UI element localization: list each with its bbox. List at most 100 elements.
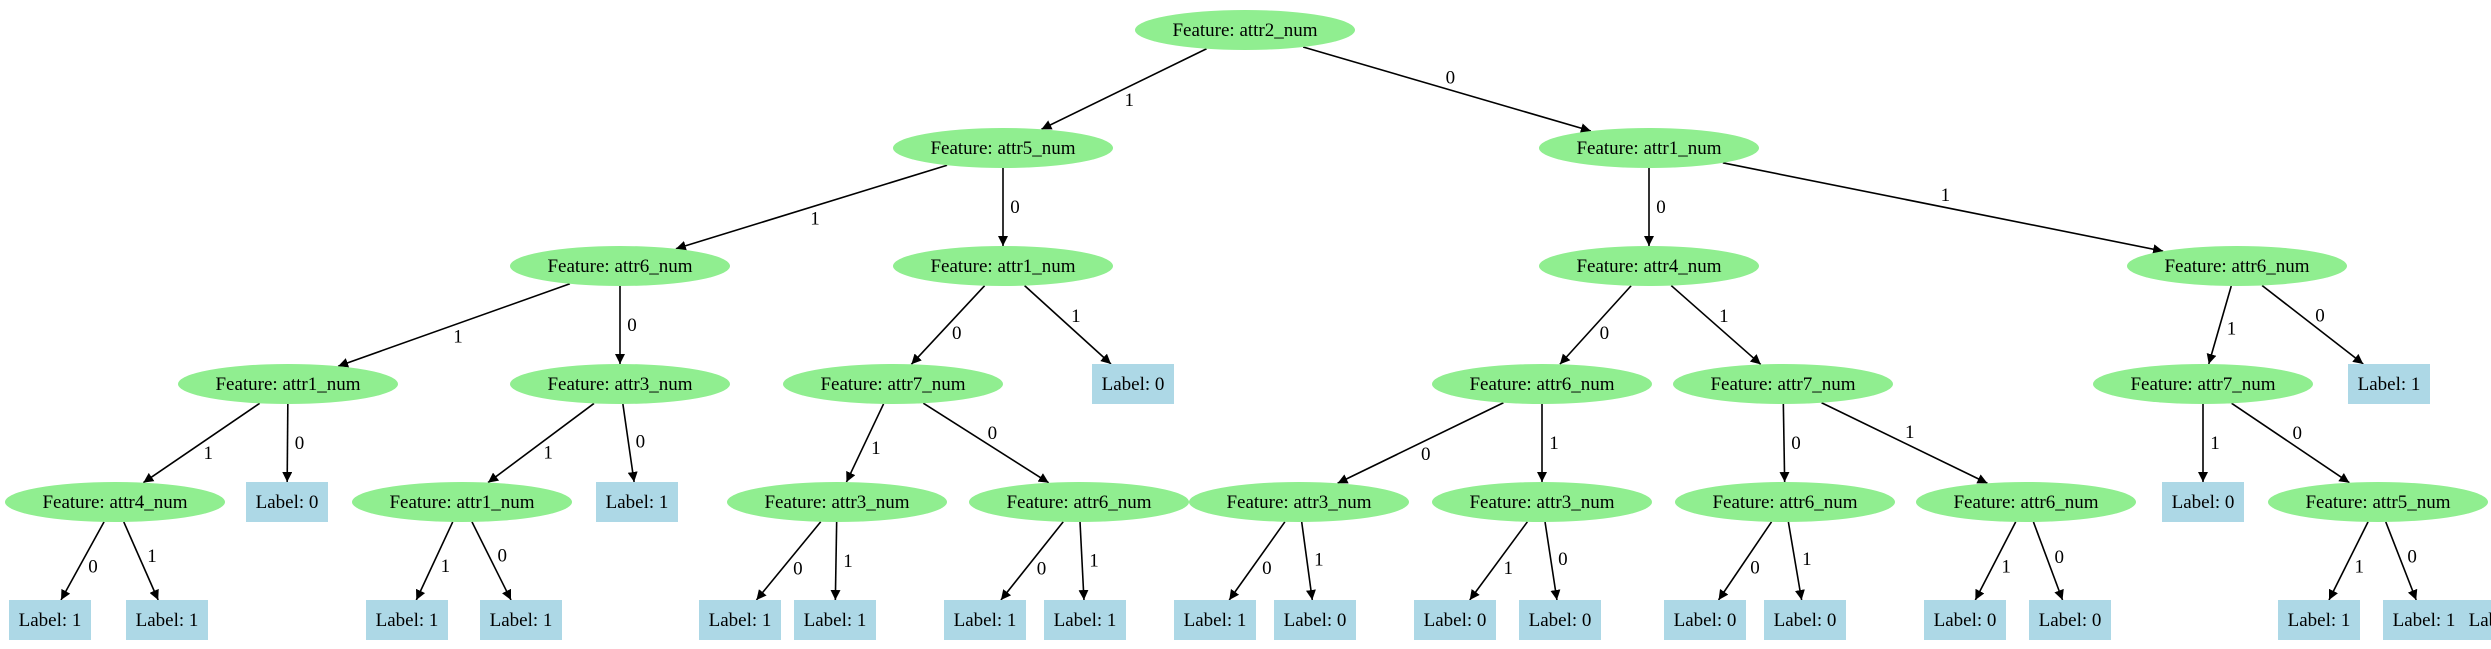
- tree-edge: 1: [142, 402, 261, 484]
- edge-label: 0: [793, 559, 803, 580]
- leaf-label: Label: 1: [2393, 610, 2456, 631]
- leaf-label: Label: 1: [709, 610, 772, 631]
- leaf-box: [2278, 600, 2360, 640]
- edge-arrow: [142, 402, 261, 484]
- feature-ellipse: [2093, 364, 2313, 404]
- leaf-box: [1092, 364, 1174, 404]
- leaf-label: Label: 1: [804, 610, 867, 631]
- tree-edge: 1: [1078, 521, 1099, 601]
- feature-node: Feature: attr3_num: [1189, 482, 1409, 522]
- edge-label: 0: [1656, 197, 1666, 218]
- feature-label: Feature: attr5_num: [930, 138, 1075, 159]
- tree-edge: 1: [2198, 404, 2220, 482]
- leaf-node: Label: 0: [1519, 600, 1601, 640]
- leaf-box: [480, 600, 562, 640]
- feature-label: Feature: attr3_num: [1226, 492, 1371, 513]
- leaf-node: Label: 1: [2383, 600, 2465, 640]
- feature-ellipse: [1673, 364, 1893, 404]
- feature-ellipse: [1916, 482, 2136, 522]
- edge-label: 1: [453, 326, 463, 347]
- edge-arrow: [337, 283, 571, 368]
- leaf-node: Label: 1: [480, 600, 562, 640]
- feature-node: Feature: attr1_num: [1539, 128, 1759, 168]
- tree-edge: 1: [337, 283, 571, 368]
- leaf-box: [366, 600, 448, 640]
- leaf-box: [699, 600, 781, 640]
- leaf-label: Label: 0: [2039, 610, 2102, 631]
- tree-edge: 0: [922, 402, 1050, 484]
- leaf-label: Label: 0: [1674, 610, 1737, 631]
- edge-arrow: [1024, 285, 1112, 365]
- tree-edge: 0: [471, 521, 512, 601]
- leaf-box: [1274, 600, 1356, 640]
- feature-label: Feature: attr6_num: [1953, 492, 2098, 513]
- edge-arrow: [830, 521, 841, 601]
- leaf-label: Label: 0: [2469, 610, 2491, 631]
- feature-label: Feature: attr6_num: [1712, 492, 1857, 513]
- edge-label: 1: [2001, 556, 2011, 577]
- tree-edge: 0: [1302, 46, 1592, 134]
- tree-edge: 1: [675, 164, 948, 251]
- edge-arrow: [1337, 402, 1504, 484]
- edge-label: 1: [1089, 550, 1099, 571]
- leaf-label: Label: 0: [1424, 610, 1487, 631]
- edge-arrow: [1670, 284, 1762, 366]
- edge-label: 1: [1802, 549, 1812, 570]
- tree-edge: 1: [2206, 285, 2236, 365]
- tree-edge: 1: [830, 521, 853, 601]
- tree-edge: 1: [1670, 284, 1762, 366]
- edge-arrow: [1559, 285, 1632, 365]
- edge-arrow: [1300, 521, 1316, 601]
- leaf-box: [596, 482, 678, 522]
- leaf-node: Label: 0: [1764, 600, 1846, 640]
- leaf-node: Label: 1: [1174, 600, 1256, 640]
- feature-node: Feature: attr3_num: [510, 364, 730, 404]
- feature-label: Feature: attr7_num: [820, 374, 965, 395]
- edge-label: 0: [1750, 558, 1760, 579]
- leaf-label: Label: 1: [376, 610, 439, 631]
- feature-label: Feature: attr6_num: [2164, 256, 2309, 277]
- edge-label: 1: [871, 438, 881, 459]
- edge-label: 1: [1503, 558, 1513, 579]
- edge-arrow: [675, 164, 948, 251]
- feature-label: Feature: attr3_num: [1469, 492, 1614, 513]
- edge-label: 0: [1600, 323, 1610, 344]
- edge-label: 1: [147, 546, 157, 567]
- tree-edge: 0: [2032, 521, 2064, 601]
- feature-label: Feature: attr6_num: [1006, 492, 1151, 513]
- tree-edge: 0: [60, 521, 105, 601]
- feature-node: Feature: attr4_num: [5, 482, 225, 522]
- edge-arrow: [2261, 284, 2364, 365]
- feature-node: Feature: attr2_num: [1135, 10, 1355, 50]
- tree-edge: 0: [282, 403, 304, 483]
- edge-label: 1: [2210, 433, 2220, 454]
- tree-edge: 1: [1537, 404, 1559, 482]
- leaf-node: Label: 1: [9, 600, 91, 640]
- leaf-box: [1664, 600, 1746, 640]
- feature-ellipse: [893, 128, 1113, 168]
- edge-arrow: [415, 521, 454, 601]
- leaf-label: Label: 1: [2288, 610, 2351, 631]
- leaf-node: Label: 0: [1414, 600, 1496, 640]
- edge-arrow: [1717, 521, 1773, 601]
- leaf-node: Label: 1: [1044, 600, 1126, 640]
- leaf-box: [2383, 600, 2465, 640]
- feature-node: Feature: attr6_num: [510, 246, 730, 286]
- edge-label: 1: [1941, 185, 1951, 206]
- leaf-node: Label: 0: [1924, 600, 2006, 640]
- feature-label: Feature: attr7_num: [1710, 374, 1855, 395]
- tree-edge: 1: [1821, 402, 1988, 484]
- leaf-node: Label: 1: [126, 600, 208, 640]
- edge-arrow: [123, 521, 159, 601]
- feature-node: Feature: attr3_num: [1432, 482, 1652, 522]
- edge-arrow: [845, 403, 885, 483]
- leaf-label: Label: 1: [1054, 610, 1117, 631]
- edge-label: 0: [1446, 67, 1456, 88]
- edge-label: 1: [1905, 422, 1915, 443]
- leaf-label: Label: 1: [606, 492, 669, 513]
- edge-label: 1: [441, 556, 451, 577]
- leaf-label: Label: 1: [2358, 374, 2421, 395]
- edge-arrow: [1000, 521, 1064, 601]
